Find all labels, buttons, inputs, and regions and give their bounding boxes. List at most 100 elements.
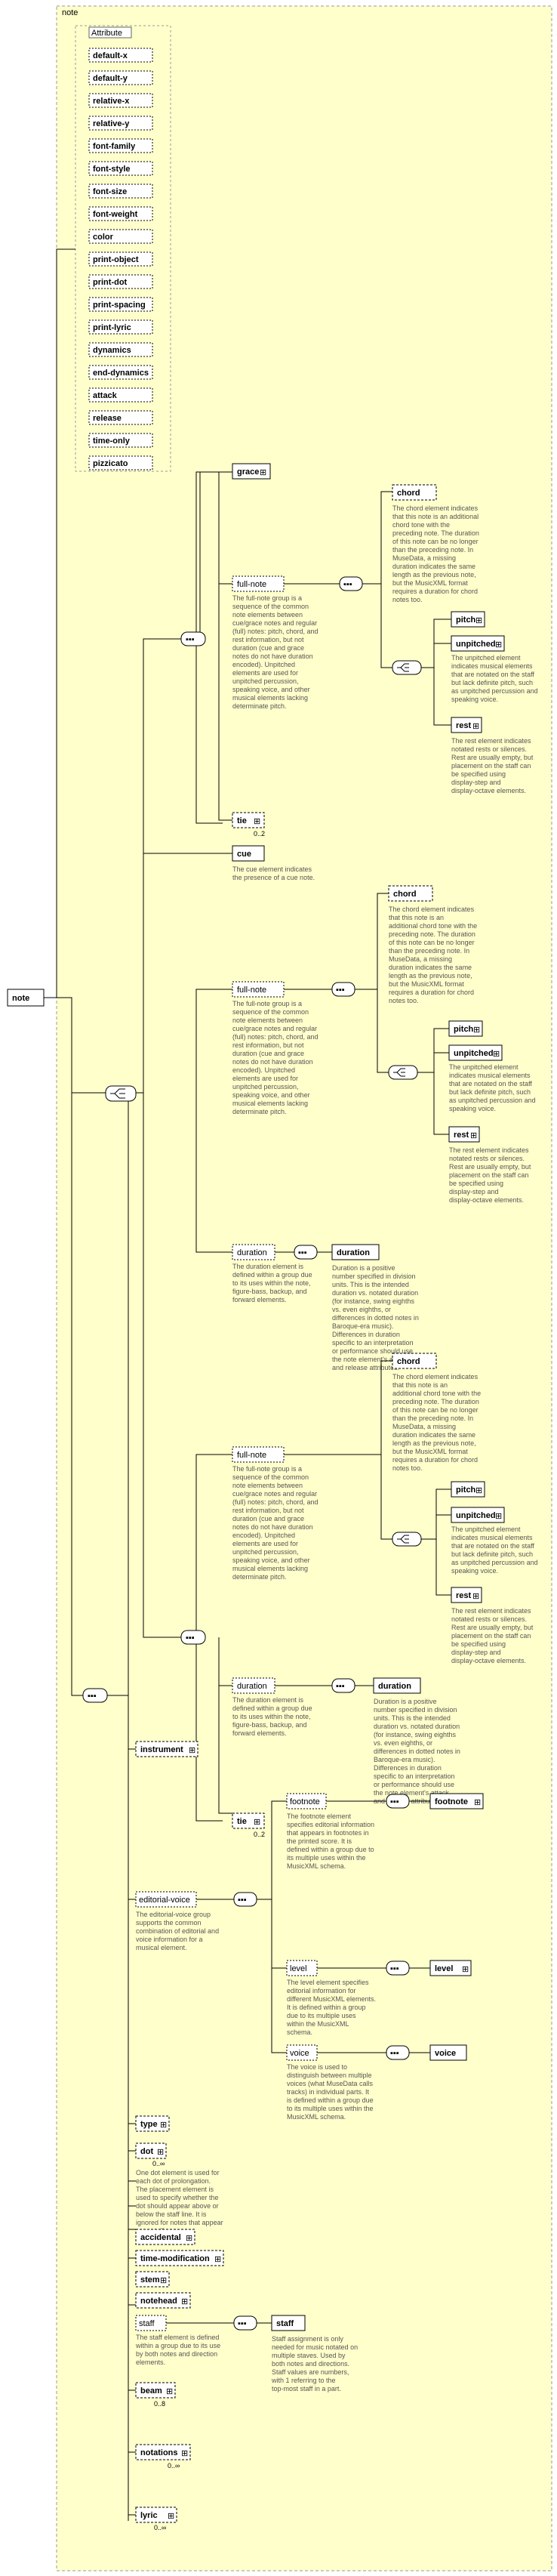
element-chord-c[interactable]: chord	[392, 1353, 437, 1369]
doc-line: The staff element is defined	[136, 2334, 219, 2341]
element-staff[interactable]: staff	[271, 2315, 306, 2331]
doc-line: distinguish between multiple	[287, 2072, 372, 2079]
attribute-label: font-weight	[93, 210, 138, 219]
sequence-icon[interactable]: ▪▪▪	[386, 1961, 410, 1976]
element-chord-a[interactable]: chord	[392, 484, 437, 501]
sequence-icon[interactable]: ▪▪▪	[180, 1630, 206, 1645]
svg-text:full-note: full-note	[237, 580, 266, 589]
attribute-default-x[interactable]: default-x	[88, 48, 153, 63]
attribute-time-only[interactable]: time-only	[88, 433, 153, 448]
element-duration-c[interactable]: duration	[373, 1677, 421, 1694]
svg-text:▪▪▪: ▪▪▪	[238, 1896, 247, 1905]
element-full-note-a[interactable]: full-note	[232, 575, 285, 592]
element-grace[interactable]: grace ⊞	[232, 463, 271, 480]
element-pitch-a[interactable]: pitch ⊞	[451, 611, 485, 628]
element-duration-b[interactable]: duration	[331, 1244, 380, 1260]
element-pitch-c[interactable]: pitch ⊞	[451, 1481, 485, 1498]
attribute-default-y[interactable]: default-y	[88, 70, 153, 85]
attribute-list: default-x default-y relative-x relative-y fo…	[88, 48, 153, 470]
attribute-color[interactable]: color	[88, 229, 153, 244]
element-pitch-b[interactable]: pitch ⊞	[448, 1020, 483, 1037]
root-note-label[interactable]: note	[12, 994, 29, 1003]
tie-occurrence-a: 0..2	[254, 830, 265, 838]
element-chord-b[interactable]: chord	[388, 885, 433, 902]
sequence-icon[interactable]: ▪▪▪	[233, 1892, 257, 1907]
element-duration-group-c[interactable]: duration	[232, 1677, 275, 1694]
doc-line: duration vs. notated duration	[332, 1289, 418, 1297]
sequence-icon[interactable]: ▪▪▪	[386, 1794, 410, 1809]
sequence-icon[interactable]: ▪▪▪	[82, 1688, 108, 1703]
element-voice[interactable]: voice	[429, 2044, 467, 2061]
sequence-icon[interactable]: ▪▪▪	[331, 982, 355, 997]
element-notehead[interactable]: notehead ⊞	[135, 2292, 191, 2309]
sequence-icon[interactable]: ▪▪▪	[339, 576, 363, 591]
element-type[interactable]: type ⊞	[135, 2115, 170, 2132]
doc-line: differences in dotted notes in	[374, 1748, 460, 1755]
element-cue[interactable]: cue	[232, 845, 265, 862]
attribute-font-weight[interactable]: font-weight	[88, 206, 153, 221]
attribute-font-size[interactable]: font-size	[88, 184, 153, 199]
doc-line: forward elements.	[232, 1729, 287, 1737]
doc-line: is defined within a group due	[287, 2096, 374, 2104]
element-notations[interactable]: notations ⊞	[135, 2444, 191, 2460]
attribute-print-dot[interactable]: print-dot	[88, 274, 153, 289]
doc-line: sequence of the common	[232, 1008, 309, 1016]
doc-line: as unpitched percussion and	[449, 1097, 536, 1104]
attribute-print-spacing[interactable]: print-spacing	[88, 297, 153, 312]
attribute-dynamics[interactable]: dynamics	[88, 342, 153, 357]
attribute-attack[interactable]: attack	[88, 387, 153, 403]
element-unpitched-b[interactable]: unpitched ⊞	[448, 1044, 503, 1061]
element-stem[interactable]: stem ⊞	[135, 2271, 170, 2288]
element-instrument[interactable]: instrument ⊞	[135, 1741, 198, 1757]
element-full-note-b[interactable]: full-note	[232, 981, 285, 998]
element-rest-b[interactable]: rest ⊞	[448, 1126, 480, 1143]
element-staff-group[interactable]: staff	[135, 2315, 167, 2331]
svg-text:⊞: ⊞	[472, 1592, 479, 1601]
attribute-font-family[interactable]: font-family	[88, 138, 153, 153]
doc-line: sequence of the common	[232, 1473, 309, 1481]
element-rest-c[interactable]: rest ⊞	[451, 1587, 482, 1603]
element-rest-a[interactable]: rest ⊞	[451, 717, 482, 733]
attribute-font-style[interactable]: font-style	[88, 161, 153, 176]
attribute-pizzicato[interactable]: pizzicato	[88, 455, 153, 470]
sequence-icon[interactable]: ▪▪▪	[386, 2045, 410, 2060]
attribute-end-dynamics[interactable]: end-dynamics	[88, 365, 153, 380]
choice-icon[interactable]	[392, 660, 422, 675]
choice-icon[interactable]	[388, 1065, 418, 1080]
element-level[interactable]: level ⊞	[429, 1960, 472, 1976]
attribute-relative-x[interactable]: relative-x	[88, 93, 153, 108]
element-editorial-voice[interactable]: editorial-voice	[135, 1891, 197, 1908]
element-voice-group[interactable]: voice	[286, 2044, 318, 2061]
element-time-modification[interactable]: time-modification ⊞	[135, 2250, 224, 2266]
element-beam[interactable]: beam ⊞	[135, 2382, 176, 2399]
choice-icon[interactable]	[392, 1532, 422, 1547]
note-type-label: note	[62, 8, 78, 17]
element-tie-a[interactable]: tie ⊞	[232, 812, 265, 828]
sequence-icon[interactable]: ▪▪▪	[294, 1245, 318, 1260]
attribute-release[interactable]: release	[88, 410, 153, 425]
element-unpitched-a[interactable]: unpitched ⊞	[451, 635, 505, 652]
element-duration-group-b[interactable]: duration	[232, 1244, 275, 1260]
sequence-icon[interactable]: ▪▪▪	[233, 2315, 257, 2331]
attribute-label: print-dot	[93, 278, 128, 287]
sequence-icon[interactable]: ▪▪▪	[180, 631, 206, 646]
attribute-print-lyric[interactable]: print-lyric	[88, 319, 153, 335]
doc-line: indicates musical elements	[451, 1534, 533, 1541]
sequence-icon[interactable]: ▪▪▪	[331, 1678, 355, 1693]
attribute-relative-y[interactable]: relative-y	[88, 116, 153, 131]
element-accidental[interactable]: accidental ⊞	[135, 2229, 195, 2245]
doc-line: duration indicates the same	[392, 563, 475, 570]
choice-main-icon[interactable]	[105, 1085, 137, 1102]
element-footnote[interactable]: footnote ⊞	[429, 1793, 484, 1809]
element-level-group[interactable]: level	[286, 1960, 318, 1976]
element-full-note-c[interactable]: full-note	[232, 1446, 285, 1463]
element-footnote-group[interactable]: footnote	[286, 1793, 327, 1809]
element-lyric[interactable]: lyric ⊞	[135, 2507, 177, 2523]
element-dot[interactable]: dot ⊞	[135, 2143, 167, 2159]
element-unpitched-c[interactable]: unpitched ⊞	[451, 1507, 505, 1523]
attribute-print-object[interactable]: print-object	[88, 251, 153, 267]
element-tie-c[interactable]: tie ⊞	[232, 1812, 265, 1829]
svg-text:⊞: ⊞	[473, 1026, 480, 1035]
